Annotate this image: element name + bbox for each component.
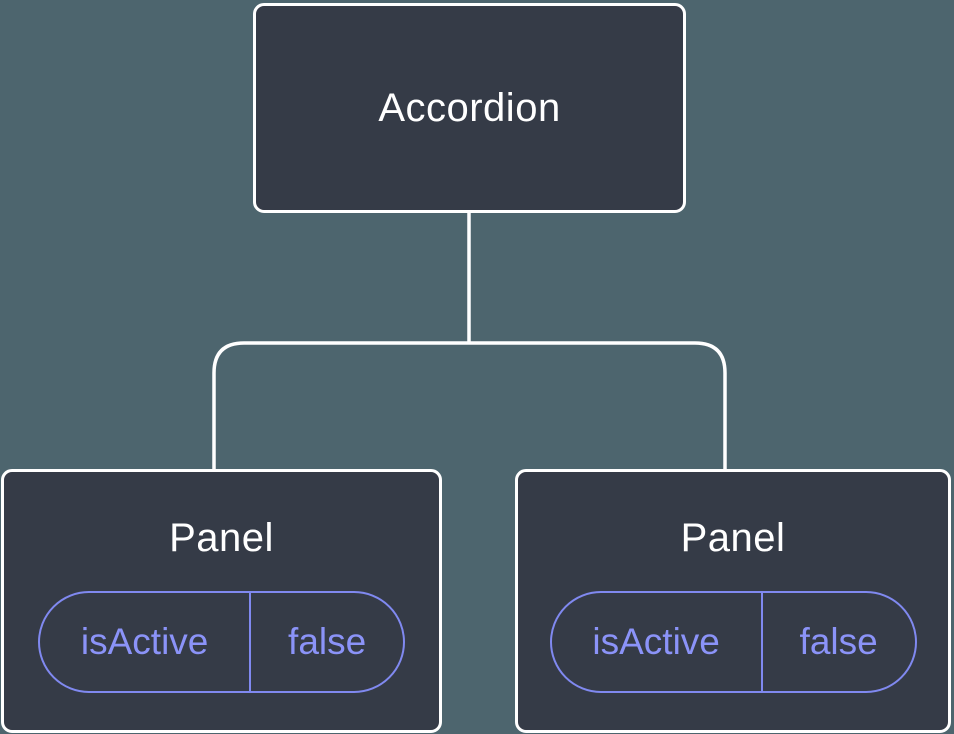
- state-pill-1: isActive false: [38, 591, 405, 693]
- component-label-accordion: Accordion: [378, 86, 561, 130]
- component-node-panel-1: Panel isActive false: [1, 469, 442, 733]
- component-label-panel-1: Panel: [169, 516, 274, 560]
- component-node-accordion: Accordion: [253, 3, 686, 213]
- state-name-cell: isActive: [40, 593, 252, 691]
- state-name-cell: isActive: [552, 593, 763, 691]
- component-node-panel-2: Panel isActive false: [515, 469, 951, 733]
- state-value-cell: false: [288, 621, 367, 662]
- component-label-panel-2: Panel: [680, 516, 786, 560]
- state-value-cell: false: [799, 621, 878, 662]
- tree-branch-line: [212, 341, 727, 470]
- state-pill-2: isActive false: [549, 591, 917, 693]
